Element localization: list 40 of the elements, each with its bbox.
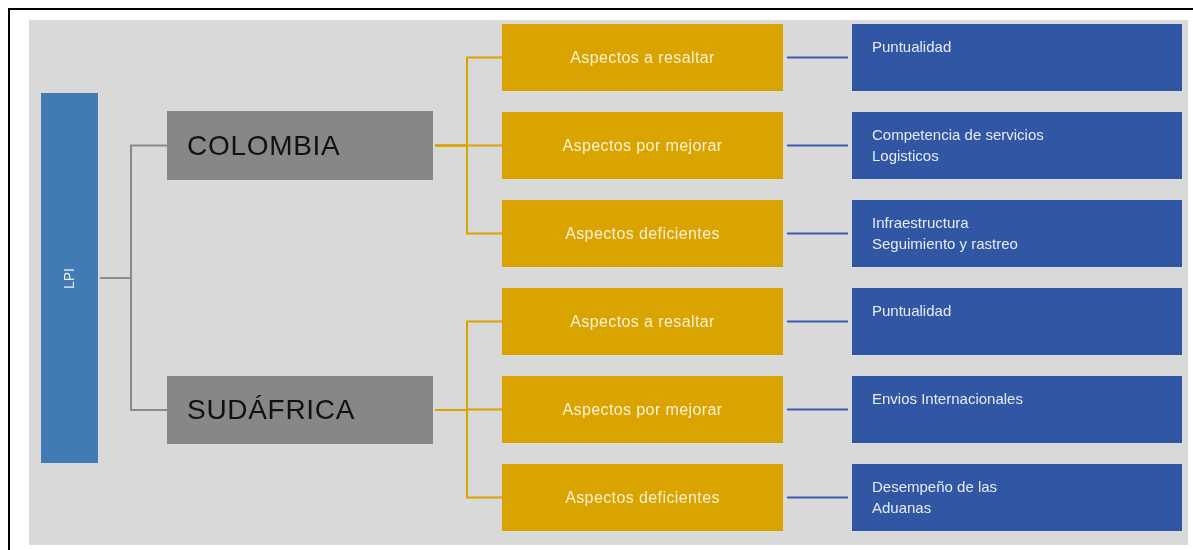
root-box <box>41 93 98 463</box>
connector-line <box>786 56 849 59</box>
connector-line <box>434 144 503 235</box>
category-label: Aspectos a resaltar <box>570 311 715 332</box>
detail-text: Desempeño de las Aduanas <box>872 477 999 518</box>
connector-line <box>434 409 503 499</box>
category-box <box>502 464 783 531</box>
connector-line <box>786 232 849 235</box>
connector-line <box>786 320 849 323</box>
category-label: Aspectos a resaltar <box>570 47 715 68</box>
category-label: Aspectos deficientes <box>565 487 720 508</box>
connector-line <box>99 277 168 411</box>
category-label: Aspectos por mejorar <box>562 399 723 420</box>
detail-text: Envios Internacionales <box>872 389 1023 409</box>
detail-box <box>852 24 1182 91</box>
detail-box <box>852 288 1182 355</box>
detail-text: Puntualidad <box>872 301 952 321</box>
category-box <box>502 112 783 179</box>
detail-box <box>852 376 1182 443</box>
detail-text: Puntualidad <box>872 37 952 57</box>
category-box <box>502 24 783 91</box>
category-label: Aspectos deficientes <box>565 223 720 244</box>
category-box <box>502 288 783 355</box>
detail-box <box>852 112 1182 179</box>
detail-box <box>852 464 1182 531</box>
detail-text: Infraestructura <box>872 213 969 233</box>
country-box <box>167 376 433 444</box>
country-label: COLOMBIA <box>187 128 341 163</box>
category-box <box>502 200 783 267</box>
root-label: LPI <box>60 267 78 289</box>
connector-line <box>786 408 849 411</box>
category-label: Aspectos por mejorar <box>562 135 723 156</box>
connector-line <box>786 144 849 147</box>
detail-box <box>852 200 1182 267</box>
detail-text: Seguimiento y rastreo <box>872 234 1018 254</box>
country-box <box>167 111 433 180</box>
connector-line <box>786 496 849 499</box>
category-box <box>502 376 783 443</box>
detail-text: Competencia de servicios Logisticos <box>872 125 1045 166</box>
country-label: SUDÁFRICA <box>187 393 356 427</box>
